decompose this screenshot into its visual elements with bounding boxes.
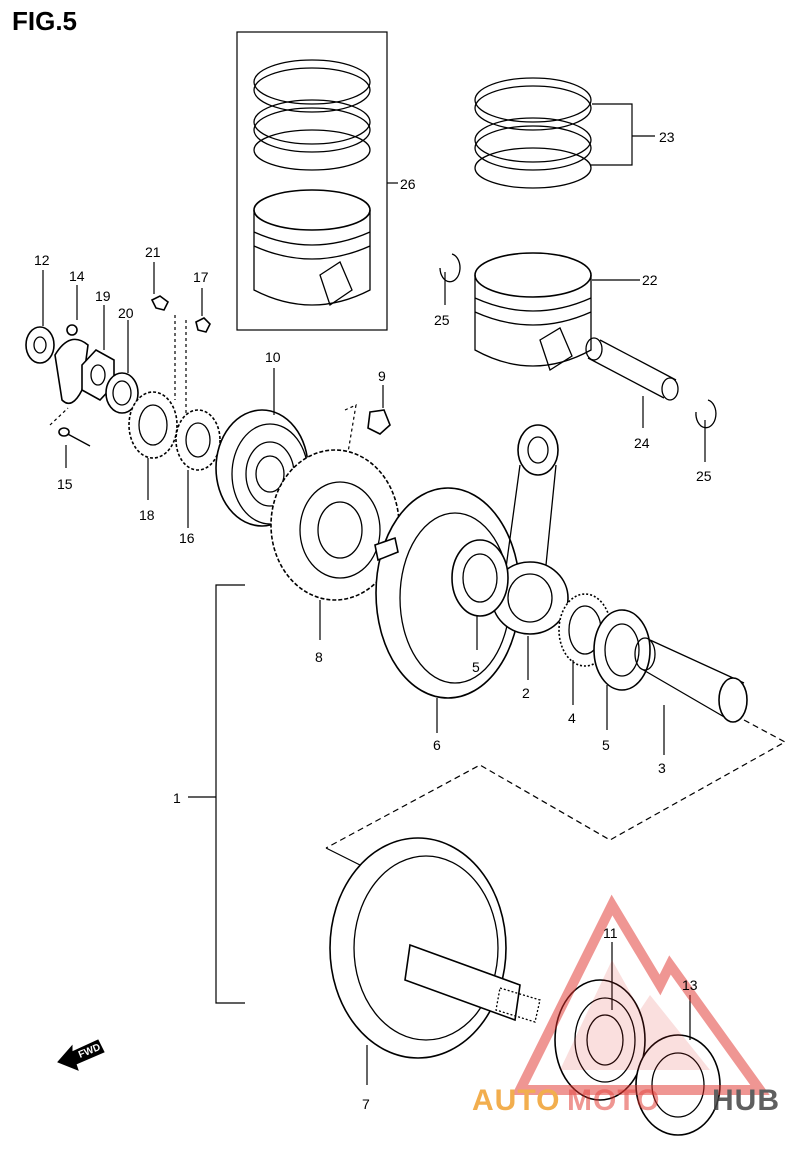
washer-12 — [25, 326, 55, 364]
callout-9: 9 — [378, 368, 386, 384]
kit-26-box — [236, 31, 388, 331]
watermark-text-moto: MOTO — [567, 1084, 660, 1117]
gear-16 — [175, 409, 221, 471]
callout-4: 4 — [568, 710, 576, 726]
key-9 — [367, 409, 391, 435]
callout-7: 7 — [362, 1096, 370, 1112]
callout-11: 11 — [603, 925, 618, 941]
callout-17: 17 — [193, 269, 209, 285]
callout-labels: 1 2 3 4 5 5 6 7 8 9 10 11 12 13 14 15 16… — [34, 129, 712, 1112]
callout-26: 26 — [400, 176, 416, 192]
callout-10: 10 — [265, 349, 281, 365]
crank-pin-3 — [634, 637, 748, 723]
gear-8 — [270, 449, 400, 601]
callout-21: 21 — [145, 244, 161, 260]
callout-20: 20 — [118, 305, 134, 321]
callout-13: 13 — [682, 977, 698, 993]
callout-15: 15 — [57, 476, 73, 492]
circlip-25-right — [695, 399, 717, 429]
crankshaft-half-7 — [329, 837, 541, 1059]
callout-3: 3 — [658, 760, 666, 776]
circlip-25-left — [439, 253, 461, 283]
callout-25-right: 25 — [696, 468, 712, 484]
callout-6: 6 — [433, 737, 441, 753]
callout-18: 18 — [139, 507, 155, 523]
piston-rings-23 — [474, 77, 592, 189]
callout-2: 2 — [522, 685, 530, 701]
key-21 — [150, 295, 170, 311]
callout-23: 23 — [659, 129, 675, 145]
callout-5-right: 5 — [602, 737, 610, 753]
kit-26-piston-rings — [253, 59, 371, 171]
callout-16: 16 — [179, 530, 195, 546]
lock-plate-14 — [54, 324, 89, 405]
callout-5-left: 5 — [472, 659, 480, 675]
washer-20 — [105, 372, 139, 414]
connecting-rod-2 — [491, 424, 569, 635]
callout-19: 19 — [95, 288, 111, 304]
figure-title: FIG.5 — [12, 6, 78, 36]
forward-arrow-icon: FWD — [57, 1039, 105, 1071]
assembly-1-bracket — [215, 584, 245, 1004]
callout-24: 24 — [634, 435, 650, 451]
watermark-text-auto: AUTO — [472, 1084, 560, 1117]
gear-18 — [128, 391, 178, 459]
kit-26-piston — [253, 189, 371, 307]
callout-14: 14 — [69, 268, 85, 284]
callout-25-left: 25 — [434, 312, 450, 328]
screw-15 — [58, 427, 91, 447]
thrust-washer-5-left — [451, 539, 509, 617]
thrust-washer-5-right — [593, 609, 651, 691]
piston-22 — [474, 252, 592, 371]
watermark-text-hub: HUB — [712, 1084, 780, 1117]
key-17 — [195, 317, 211, 333]
automotohub-watermark-logo: AUTO MOTO HUB — [472, 894, 780, 1117]
bearing-11 — [554, 979, 646, 1101]
piston-pin-24 — [585, 337, 679, 401]
callout-8: 8 — [315, 649, 323, 665]
callout-12: 12 — [34, 252, 50, 268]
callout-22: 22 — [642, 272, 658, 288]
callout-1: 1 — [173, 790, 181, 806]
